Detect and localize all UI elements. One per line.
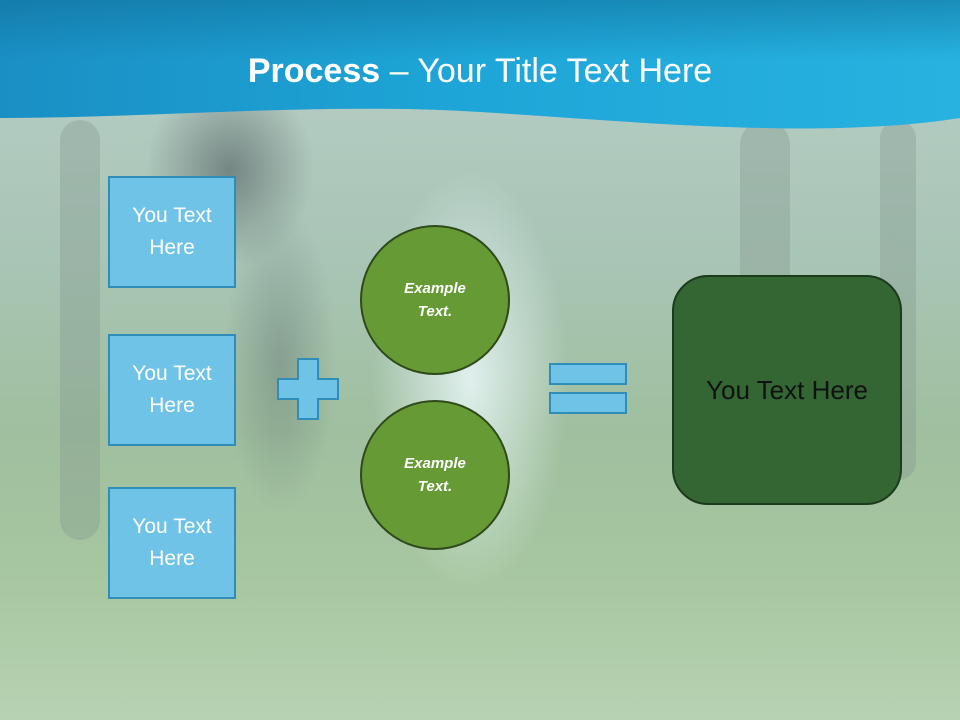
operand-label: Example Text. <box>404 455 466 495</box>
plus-icon <box>277 358 339 420</box>
title-bold: Process <box>247 52 381 90</box>
result-box[interactable]: You Text Here <box>672 275 902 505</box>
equals-icon <box>549 363 627 414</box>
slide-title: Process – Your Title Text Here <box>0 52 960 91</box>
tree-trunk <box>60 120 100 540</box>
title-rest: – Your Title Text Here <box>380 52 713 90</box>
operand-circle-2[interactable]: Example Text. <box>360 400 510 550</box>
input-box-label: You Text Here <box>132 204 212 259</box>
operand-label: Example Text. <box>404 280 466 320</box>
input-box-label: You Text Here <box>132 362 212 417</box>
title-banner <box>0 0 960 129</box>
input-box-3[interactable]: You Text Here <box>108 487 236 599</box>
input-box-label: You Text Here <box>132 515 212 570</box>
input-box-2[interactable]: You Text Here <box>108 334 236 446</box>
input-box-1[interactable]: You Text Here <box>108 176 236 288</box>
result-label: You Text Here <box>706 374 868 405</box>
operand-circle-1[interactable]: Example Text. <box>360 225 510 375</box>
